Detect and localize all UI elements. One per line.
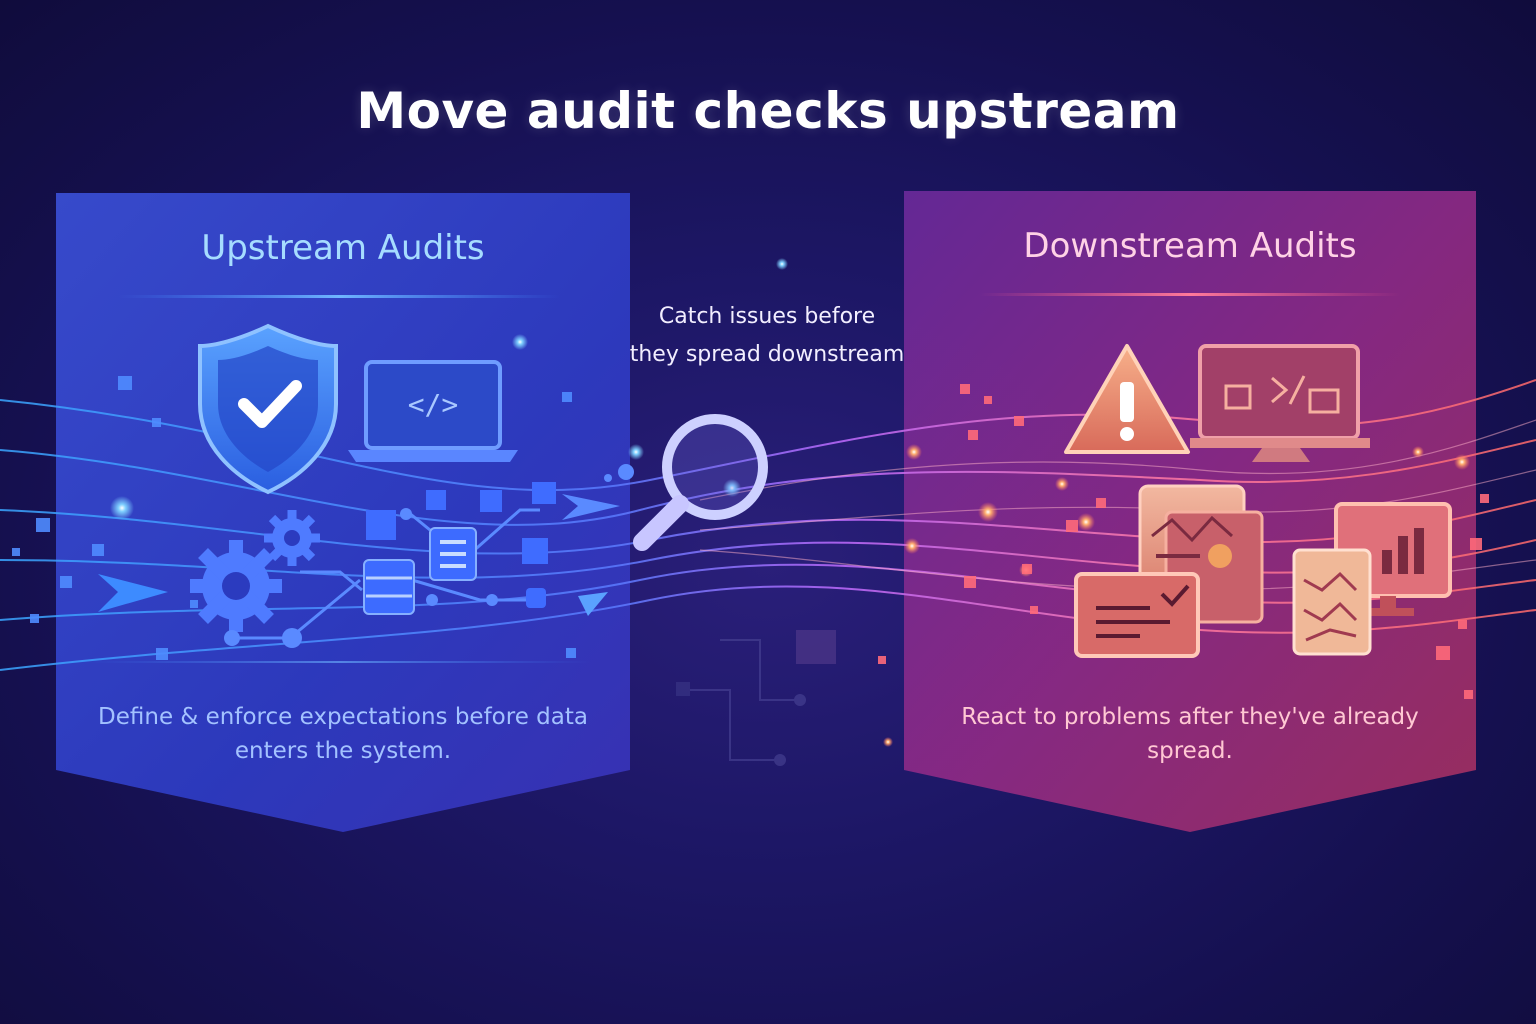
code-glyph: </>: [408, 388, 459, 421]
callout-text: Catch issues before they spread downstre…: [612, 298, 922, 374]
faint-circuit: [676, 630, 836, 766]
database-icon: [363, 559, 415, 615]
particles-left: [12, 376, 576, 660]
downstream-description: React to problems after they've already …: [961, 704, 1419, 764]
magnifying-glass-icon: [633, 414, 768, 551]
arrow-icon: [98, 574, 168, 612]
upstream-heading-underline: [118, 295, 560, 298]
line-chart-document-icon: [1292, 548, 1372, 656]
callout-line-2: they spread downstream: [629, 342, 905, 367]
laptop-code-icon: </>: [348, 360, 518, 462]
downstream-heading: Downstream Audits: [1023, 226, 1357, 266]
arrow-icon: [562, 494, 620, 520]
document-icon: [429, 527, 477, 581]
upstream-description: Define & enforce expectations before dat…: [98, 704, 588, 764]
page-title: Move audit checks upstream: [356, 82, 1180, 140]
arrow-icon: [578, 592, 608, 616]
shield-check-icon: [198, 323, 338, 495]
callout-line-1: Catch issues before: [658, 304, 876, 329]
upstream-heading: Upstream Audits: [201, 228, 485, 268]
gear-icon: [190, 540, 282, 632]
warning-icon: [1064, 344, 1190, 454]
glow-dots: [110, 258, 1470, 747]
monitor-icon: [1190, 344, 1370, 462]
message-check-icon: [1074, 572, 1200, 658]
particles-right: [878, 384, 1489, 699]
gear-icon: [264, 510, 320, 566]
downstream-heading-underline: [980, 293, 1400, 296]
